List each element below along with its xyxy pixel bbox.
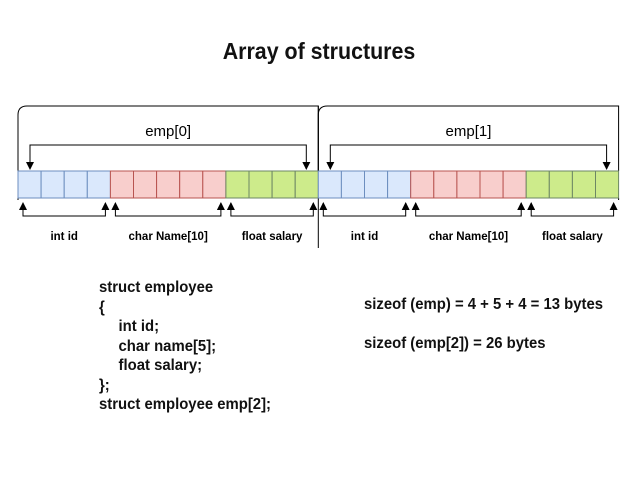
- memory-cell: [502, 170, 527, 199]
- memory-cell: [248, 170, 273, 199]
- memory-cell: [317, 170, 342, 199]
- element-brace: [329, 144, 608, 148]
- field-brace: [322, 213, 407, 217]
- field-label: int id: [351, 231, 378, 243]
- memory-cell: [294, 170, 319, 199]
- memory-cell: [271, 170, 296, 199]
- field-label: float salary: [542, 231, 603, 243]
- code-line: };: [99, 376, 110, 394]
- code-line: struct employee: [99, 279, 214, 296]
- size-notes: sizeof (emp) = 4 + 5 + 4 = 13 bytes size…: [364, 296, 603, 353]
- memory-cell: [109, 170, 135, 199]
- page-title: Array of structures: [222, 38, 416, 64]
- memory-cell: [364, 170, 389, 199]
- element-brace: [29, 144, 307, 148]
- code-line: float salary;: [118, 357, 203, 374]
- code-line: struct employee emp[2];: [99, 396, 271, 413]
- memory-cell: [179, 170, 204, 199]
- memory-cell: [571, 170, 597, 199]
- memory-cell: [410, 170, 435, 199]
- memory-cell: [202, 170, 227, 199]
- code-line: int id;: [118, 318, 160, 335]
- memory-cell: [40, 170, 65, 199]
- field-label: int id: [50, 231, 77, 243]
- memory-cell: [387, 170, 412, 199]
- field-label: char Name[10]: [129, 231, 208, 243]
- field-label: float salary: [242, 231, 303, 243]
- memory-cell: [17, 170, 42, 199]
- memory-cell: [133, 170, 158, 199]
- field-brace: [22, 213, 106, 217]
- memory-cell: [456, 170, 481, 199]
- sizeof-emp-text: sizeof (emp) = 4 + 5 + 4 = 13 bytes: [364, 296, 604, 313]
- memory-cell: [225, 170, 250, 199]
- memory-cell: [595, 170, 620, 199]
- field-brace: [114, 213, 222, 217]
- memory-cell: [340, 170, 365, 199]
- memory-cell: [525, 170, 550, 199]
- code-line: {: [99, 298, 105, 316]
- field-label: char Name[10]: [429, 231, 508, 243]
- struct-code-block: struct employee { int id; char name[5]; …: [99, 278, 271, 415]
- memory-cell: [433, 170, 458, 199]
- field-brace: [530, 213, 615, 217]
- memory-cell: [63, 170, 88, 199]
- element-label: emp[1]: [446, 123, 492, 140]
- memory-cell: [86, 170, 111, 199]
- field-brace: [230, 213, 314, 217]
- memory-cell: [156, 170, 181, 199]
- sizeof-emp-array-text: sizeof (emp[2]) = 26 bytes: [364, 335, 546, 352]
- code-line: char name[5];: [118, 337, 217, 355]
- field-brace: [415, 213, 522, 217]
- element-frame: [17, 105, 319, 171]
- element-label: emp[0]: [145, 123, 191, 140]
- memory-cell: [548, 170, 573, 199]
- memory-cell: [479, 170, 504, 199]
